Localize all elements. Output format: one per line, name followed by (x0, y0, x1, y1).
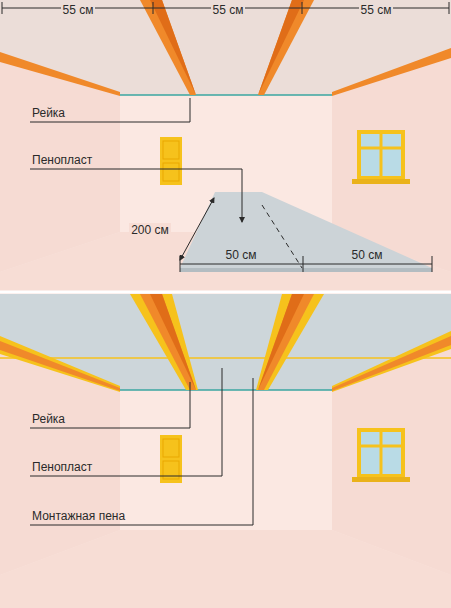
dimension-label: 200 см (129, 223, 171, 237)
part-label: Пенопласт (32, 153, 92, 167)
part-label: Пенопласт (32, 460, 92, 474)
room-bottom (0, 292, 451, 608)
dimension-label: 50 см (350, 248, 385, 262)
part-label: Рейка (32, 106, 65, 120)
dimension-label: 55 см (61, 3, 96, 17)
dimension-label: 55 см (211, 3, 246, 17)
dimension-label: 55 см (359, 3, 394, 17)
room-top (0, 0, 451, 292)
part-label: Рейка (32, 412, 65, 426)
part-label: Монтажная пена (32, 509, 125, 523)
dimension-label: 50 см (224, 248, 259, 262)
